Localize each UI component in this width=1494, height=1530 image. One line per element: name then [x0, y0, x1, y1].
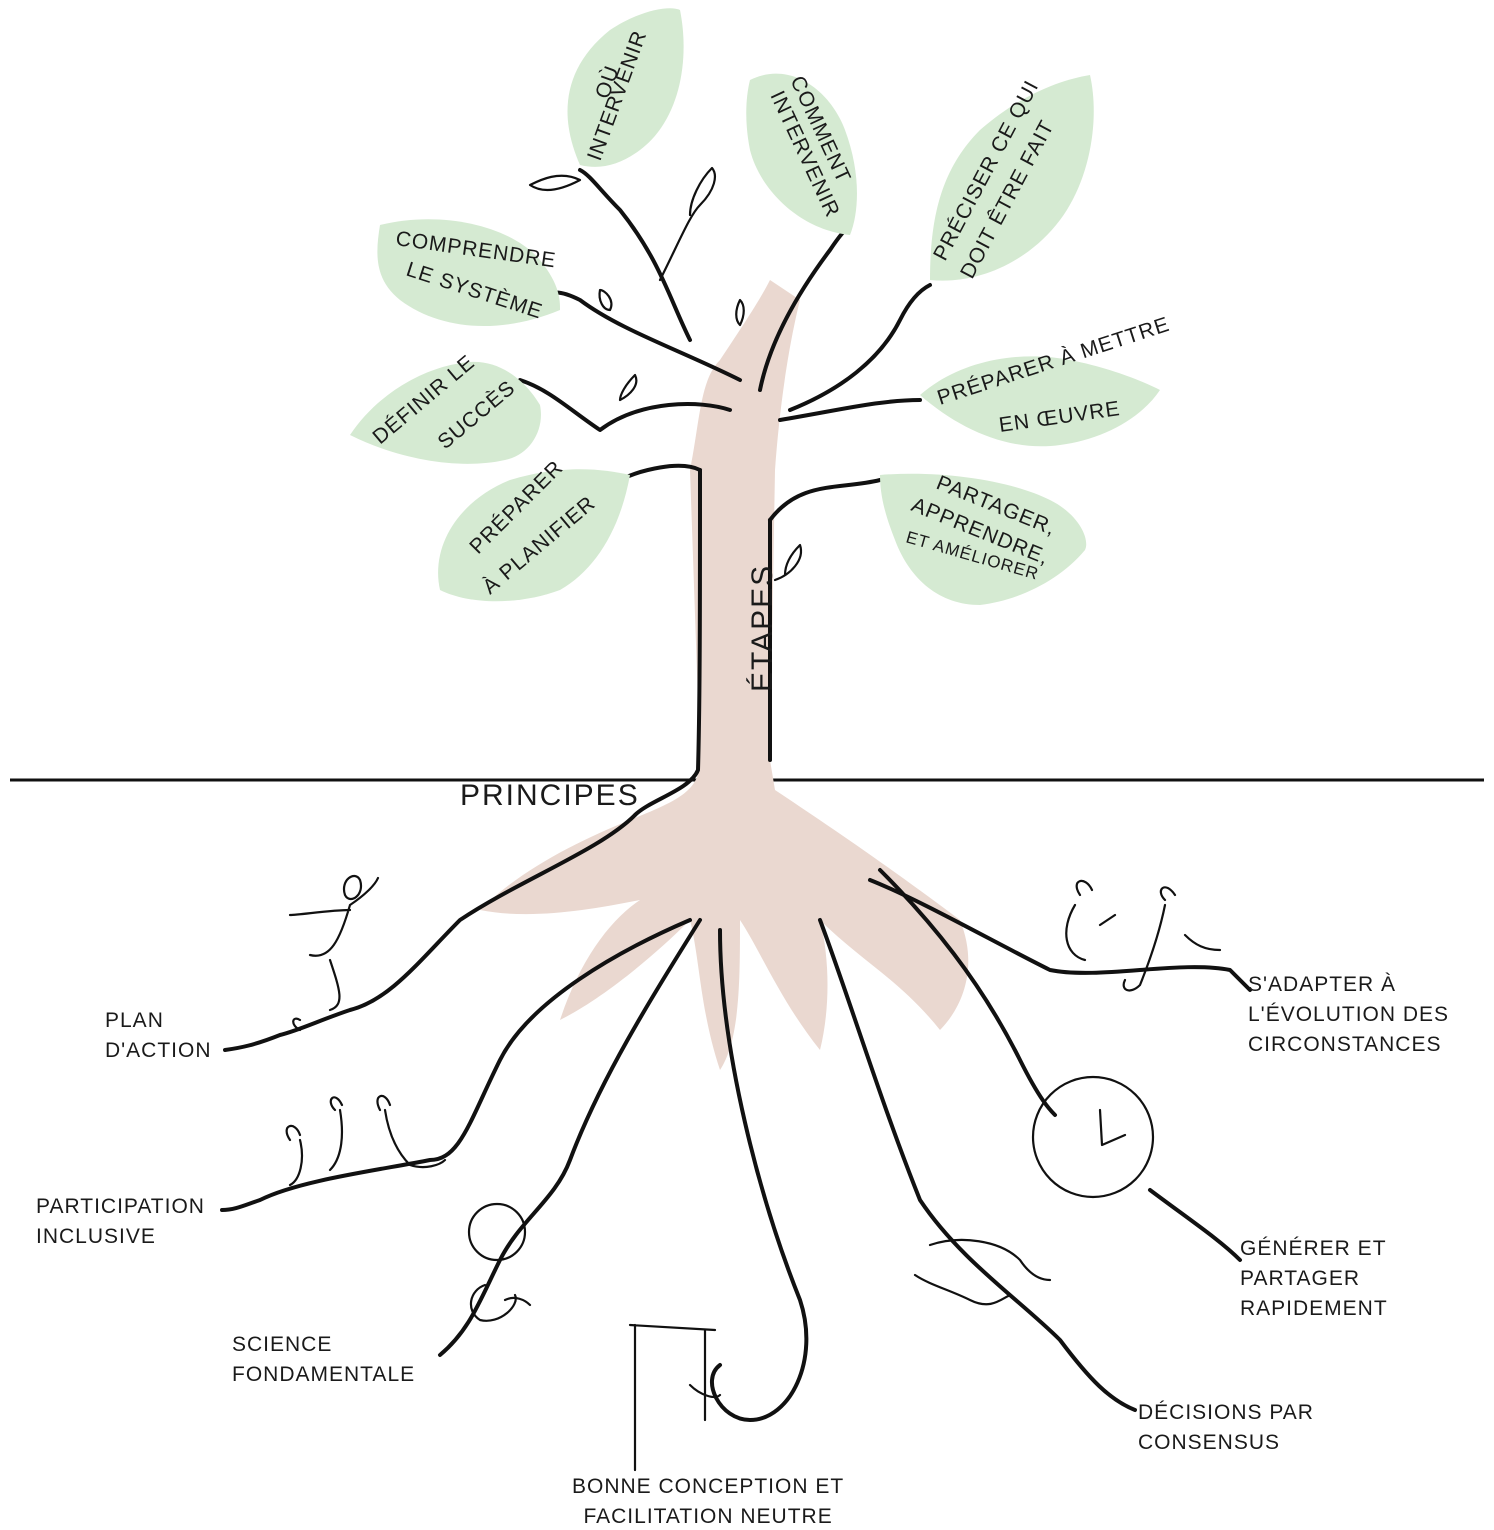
root-label-participation: PARTICIPATION INCLUSIVE [36, 1192, 205, 1252]
root-label-generer: GÉNÉRER ET PARTAGER RAPIDEMENT [1240, 1234, 1388, 1324]
root-label-plan-action: PLAN D'ACTION [105, 1006, 212, 1066]
clock-icon [1033, 1077, 1153, 1197]
trunk-label: ÉTAPES [746, 564, 779, 692]
root-label-bonne-conception: BONNE CONCEPTION ET FACILITATION NEUTRE [572, 1472, 844, 1530]
root-label-science: SCIENCE FONDAMENTALE [232, 1330, 415, 1390]
easel-icon [630, 1325, 720, 1470]
ground-label: PRINCIPES [460, 779, 640, 812]
root-label-sadapter: S'ADAPTER À L'ÉVOLUTION DES CIRCONSTANCE… [1248, 970, 1449, 1060]
root-label-decisions: DÉCISIONS PAR CONSENSUS [1138, 1398, 1314, 1458]
doodles [287, 876, 1220, 1470]
